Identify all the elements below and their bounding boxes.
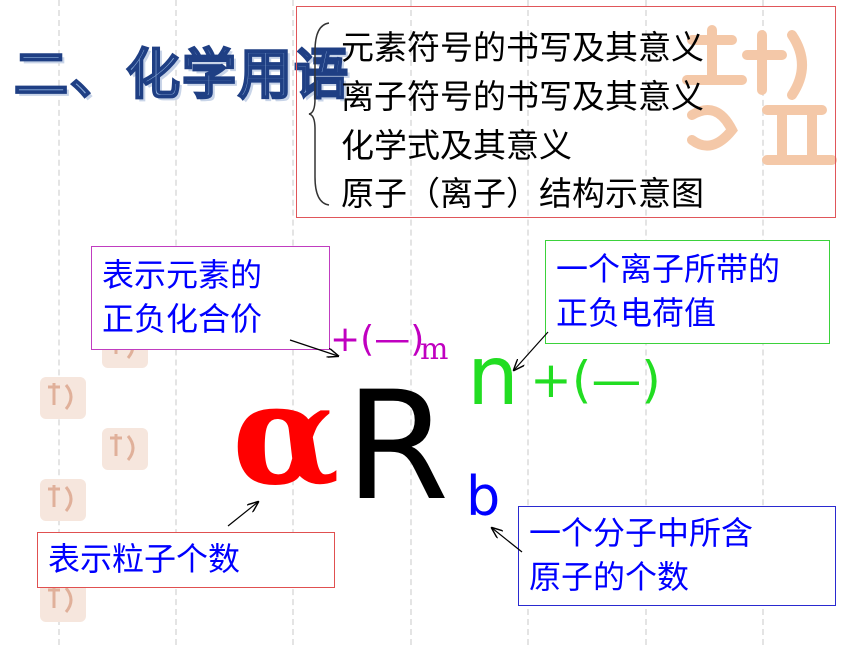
grid-line [410, 0, 412, 645]
topics-box: 元素符号的书写及其意义 离子符号的书写及其意义 化学式及其意义 原子（离子）结构… [296, 6, 836, 218]
charge-sign: +(—) [530, 351, 661, 409]
topic-item: 离子符号的书写及其意义 [341, 77, 704, 116]
arrow-to-valence [289, 339, 338, 356]
particle-count-note: 表示粒子个数 [37, 532, 335, 588]
valence-value: m [420, 332, 449, 367]
valence-note: 表示元素的 正负化合价 [91, 246, 330, 350]
slide-title: 二、化学用语 [13, 42, 350, 107]
topic-item: 化学式及其意义 [341, 126, 572, 165]
arrow-to-coefficient [227, 502, 258, 527]
element-symbol: R [345, 360, 450, 534]
coefficient-symbol: α [232, 353, 340, 517]
grid-line [527, 0, 529, 645]
note-line: 原子的个数 [529, 558, 690, 596]
grid-line [58, 0, 60, 645]
valence-sign: +(—) [330, 319, 425, 360]
topic-item: 原子（离子）结构示意图 [341, 174, 704, 213]
left-brace [308, 22, 330, 206]
note-line: 正负化合价 [102, 300, 263, 338]
subscript-value: b [466, 465, 501, 528]
note-line: 表示粒子个数 [48, 540, 241, 578]
topic-item: 元素符号的书写及其意义 [341, 28, 704, 67]
arrow-to-subscript [492, 528, 523, 553]
note-line: 表示元素的 [102, 256, 263, 294]
arrow-to-charge [514, 331, 549, 370]
seal-watermark-small [102, 428, 148, 470]
note-line: 一个离子所带的 [556, 250, 781, 288]
charge-note: 一个离子所带的 正负电荷值 [545, 240, 830, 344]
seal-watermark-large [682, 25, 837, 165]
seal-watermark-small [40, 479, 86, 521]
seal-watermark-small [40, 377, 86, 419]
seal-watermark-small [40, 580, 86, 622]
charge-value: n [467, 329, 519, 424]
note-line: 一个分子中所含 [529, 514, 754, 552]
note-line: 正负电荷值 [556, 294, 717, 332]
atom-count-note: 一个分子中所含 原子的个数 [518, 506, 836, 606]
